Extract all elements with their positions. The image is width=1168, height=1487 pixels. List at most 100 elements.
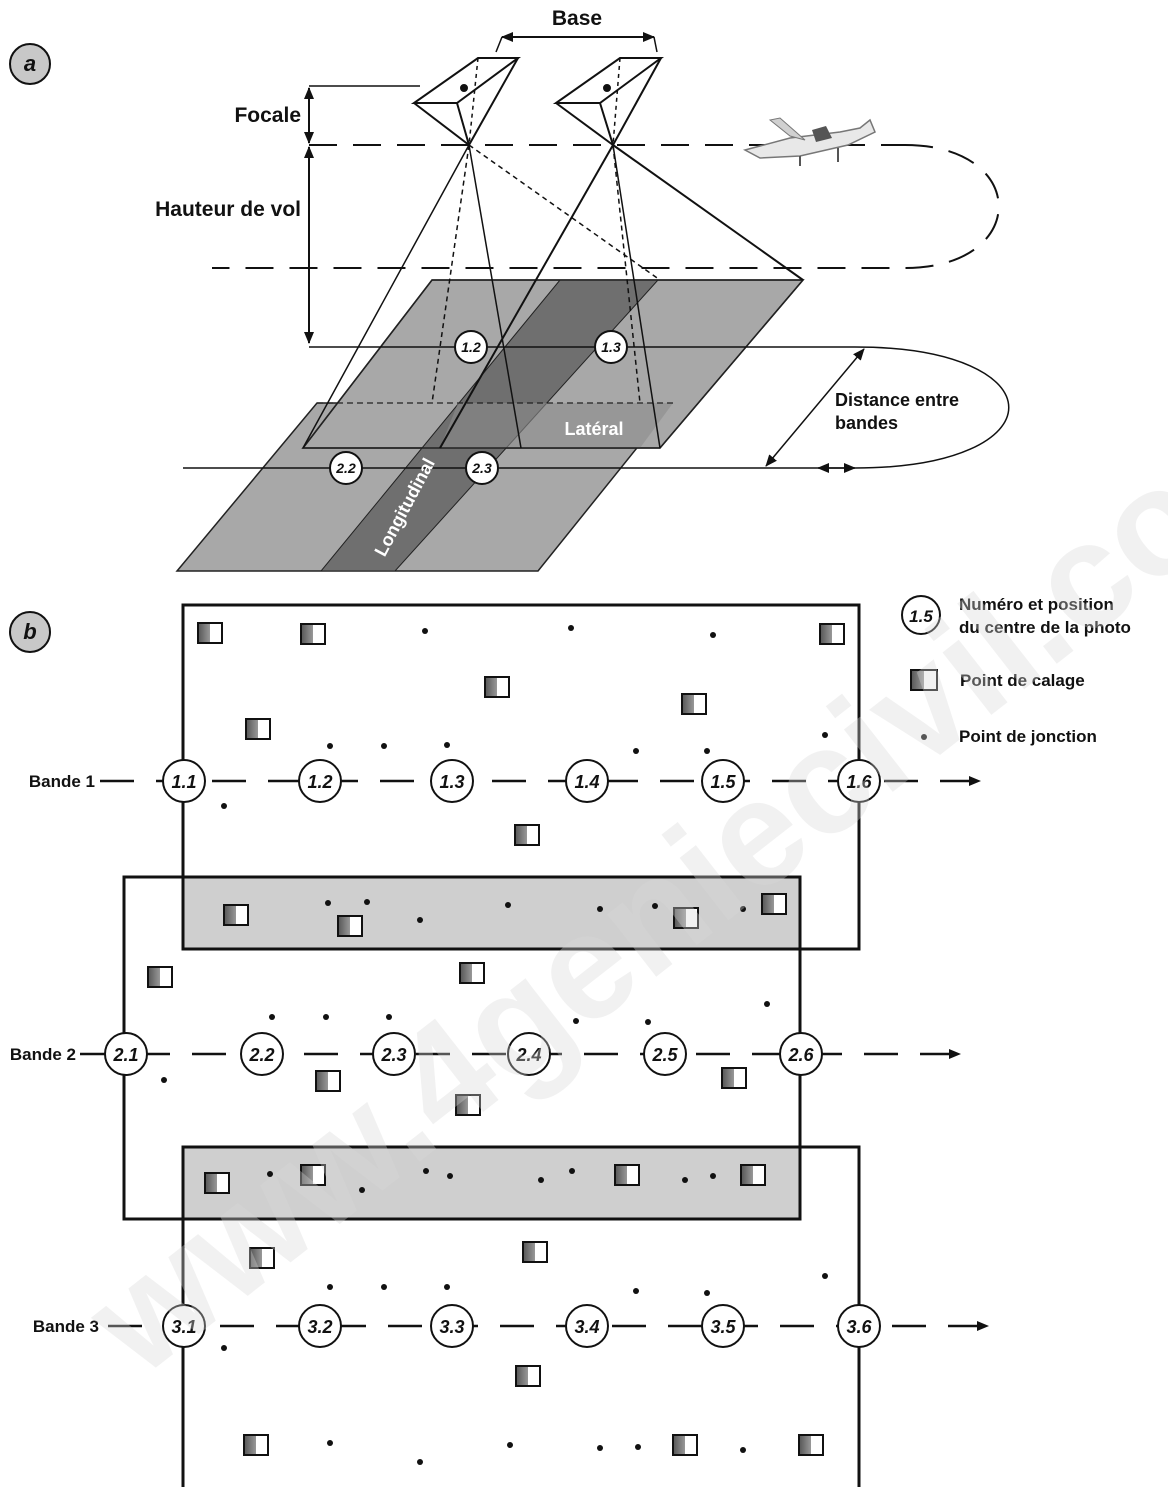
control-point-icon — [249, 1247, 275, 1269]
tie-point — [573, 1018, 579, 1024]
svg-text:2.2: 2.2 — [335, 460, 356, 476]
photo-centre-2-3: 2.3 — [372, 1032, 416, 1076]
camera-right — [552, 57, 665, 148]
control-point-icon — [614, 1164, 640, 1186]
control-point-icon — [761, 893, 787, 915]
control-point-icon — [673, 907, 699, 929]
tie-point — [269, 1014, 275, 1020]
panel-b-badge: b — [9, 611, 51, 653]
tie-point — [381, 1284, 387, 1290]
control-point-icon — [300, 1164, 326, 1186]
overlap-band-2-3 — [183, 1147, 800, 1219]
airplane-icon — [742, 117, 876, 166]
photo-centre-2-4: 2.4 — [507, 1032, 551, 1076]
control-point-icon — [245, 718, 271, 740]
cone-left — [302, 144, 661, 449]
strip-return-loop — [854, 346, 1010, 469]
photo-centre-1-6: 1.6 — [837, 759, 881, 803]
photo-centre-2-1: 2.1 — [104, 1032, 148, 1076]
tie-point — [327, 743, 333, 749]
svg-text:3.6: 3.6 — [846, 1317, 872, 1337]
svg-text:1.1: 1.1 — [171, 772, 196, 792]
focale-label: Focale — [234, 104, 301, 127]
control-point-icon — [300, 623, 326, 645]
photo-centre-3-4: 3.4 — [565, 1304, 609, 1348]
calage-symbol-icon — [910, 669, 938, 691]
control-point-icon — [672, 1434, 698, 1456]
tie-point — [764, 1001, 770, 1007]
photo-centre-2-2: 2.2 — [240, 1032, 284, 1076]
svg-text:b: b — [23, 619, 36, 644]
panel-a-badge: a — [9, 43, 51, 85]
control-point-icon — [455, 1094, 481, 1116]
tie-points — [161, 625, 828, 1465]
tie-point — [704, 748, 710, 754]
tie-point — [267, 1171, 273, 1177]
tie-point — [740, 1447, 746, 1453]
tie-point — [444, 1284, 450, 1290]
svg-text:Numéro et position: Numéro et position — [959, 595, 1114, 614]
distance-label-line2: bandes — [835, 413, 898, 433]
tie-point — [710, 1173, 716, 1179]
control-point-icon — [204, 1172, 230, 1194]
photo-centre-2-5: 2.5 — [643, 1032, 687, 1076]
flight-loop-dashed — [212, 144, 1000, 269]
legend-calage-item: Point de calage — [910, 669, 1085, 691]
tie-point — [221, 803, 227, 809]
legend-jonction-item: Point de jonction — [921, 727, 1097, 746]
control-point-icon — [484, 676, 510, 698]
jonction-symbol-icon — [921, 734, 927, 740]
tie-point — [645, 1019, 651, 1025]
control-point-icon — [515, 1365, 541, 1387]
control-point-icon — [147, 966, 173, 988]
control-point-icon — [681, 693, 707, 715]
tie-point — [635, 1444, 641, 1450]
photo-centre-2-2: 2.2 — [329, 451, 363, 485]
tie-point — [704, 1290, 710, 1296]
tie-point — [417, 917, 423, 923]
svg-text:1.3: 1.3 — [439, 772, 464, 792]
svg-text:1.2: 1.2 — [461, 339, 481, 355]
control-point-icon — [243, 1434, 269, 1456]
svg-text:du centre de la photo: du centre de la photo — [959, 618, 1131, 637]
svg-text:2.3: 2.3 — [380, 1045, 406, 1065]
lateral-overlap-band — [440, 403, 673, 448]
tie-point — [423, 1168, 429, 1174]
tie-point — [568, 625, 574, 631]
photo-centre-3-6: 3.6 — [837, 1304, 881, 1348]
tie-point — [682, 1177, 688, 1183]
tie-point — [325, 900, 331, 906]
tie-point — [327, 1440, 333, 1446]
panel-b: b Bande 1 Bande 2 Bande 3 1.1 1.2 1.3 1.… — [9, 595, 1131, 1487]
photo-centre-1-3: 1.3 — [594, 330, 628, 364]
photo-centre-1-3: 1.3 — [430, 759, 474, 803]
control-point-icon — [740, 1164, 766, 1186]
svg-text:3.3: 3.3 — [439, 1317, 464, 1337]
tie-point — [386, 1014, 392, 1020]
control-point-icon — [337, 915, 363, 937]
tie-point — [444, 742, 450, 748]
tie-point — [417, 1459, 423, 1465]
tie-point — [327, 1284, 333, 1290]
hauteur-label: Hauteur de vol — [155, 198, 301, 221]
svg-text:2.2: 2.2 — [248, 1045, 274, 1065]
tie-point — [364, 899, 370, 905]
svg-text:1.2: 1.2 — [307, 772, 332, 792]
svg-text:2.5: 2.5 — [651, 1045, 678, 1065]
tie-point — [633, 1288, 639, 1294]
control-point-icon — [514, 824, 540, 846]
tie-point — [597, 906, 603, 912]
tie-point — [597, 1445, 603, 1451]
svg-text:2.3: 2.3 — [471, 460, 492, 476]
lateral-label: Latéral — [564, 419, 623, 439]
photo-centre-1-1: 1.1 — [162, 759, 206, 803]
svg-text:1.4: 1.4 — [574, 772, 599, 792]
panel-a: a Base — [9, 7, 1010, 572]
svg-text:1.5: 1.5 — [909, 607, 933, 626]
svg-text:Point de jonction: Point de jonction — [959, 727, 1097, 746]
control-point-icon — [798, 1434, 824, 1456]
band-1-label: Bande 1 — [29, 772, 95, 791]
control-point-icon — [819, 623, 845, 645]
band-1-photos: 1.1 1.2 1.3 1.4 1.5 1.6 — [162, 759, 881, 803]
tie-point — [740, 906, 746, 912]
